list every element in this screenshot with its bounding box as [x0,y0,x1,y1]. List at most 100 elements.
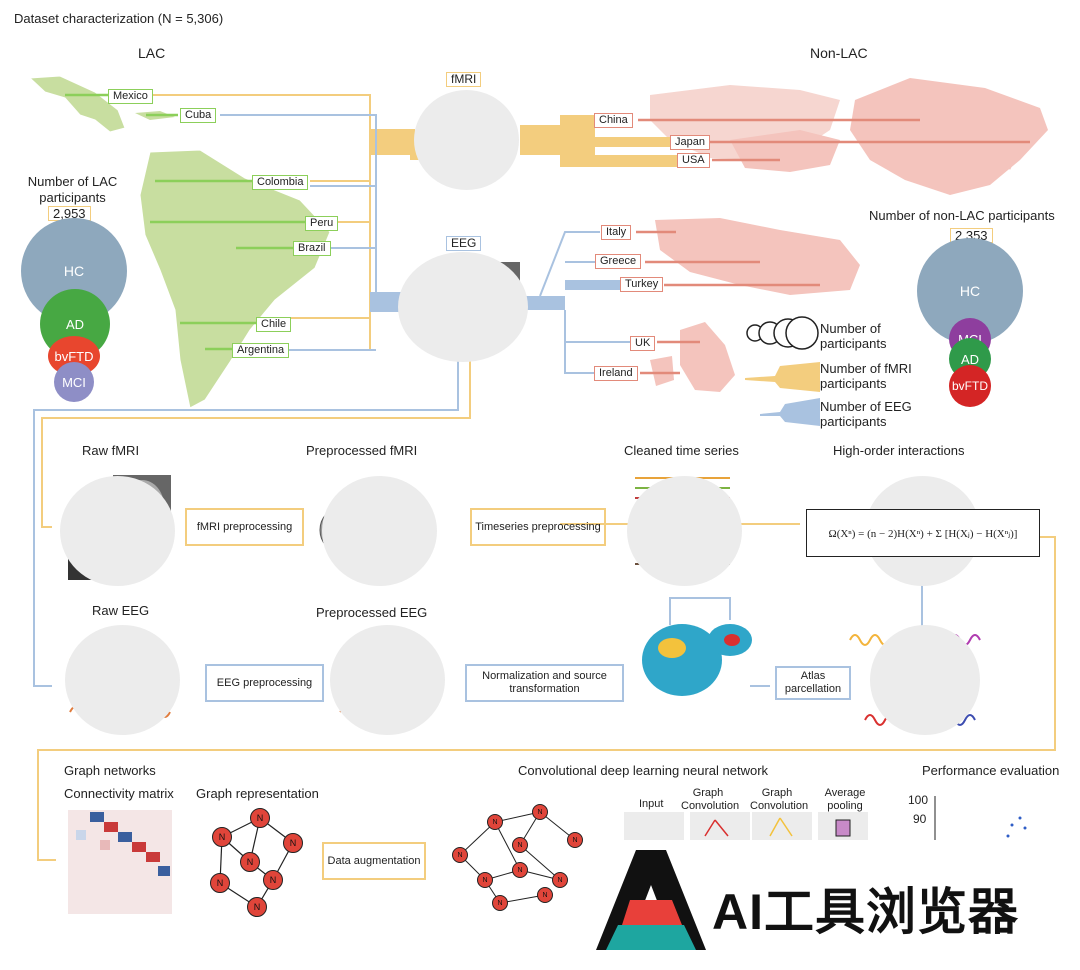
perf-ytick-100: 100 [908,793,929,807]
country-tag-ireland: Ireland [594,366,638,381]
country-tag-colombia: Colombia [252,175,309,190]
country-tag-italy: Italy [601,225,632,240]
lac-hc-circle: HC [21,218,127,324]
eeg-source-head-icon [642,624,752,696]
hoi-header: High-order interactions [833,443,965,458]
atlas-bg-circle [870,625,980,735]
eeg-label: EEG [446,236,482,251]
cnn-conv2-label: Graph Convolution [750,787,809,812]
nonlac-eeg-band [520,296,565,310]
graph-node: N [512,837,528,853]
raw-fmri-bg-circle [60,476,175,586]
raw-fmri-header: Raw fMRI [82,443,140,458]
legend-circles-icon [746,316,819,350]
pre-fmri-header: Preprocessed fMRI [306,443,418,458]
legend-eeg: Number of EEG participants [820,399,912,429]
lac-count-label: Number of LAC participants [27,174,118,205]
graph-node: N [532,804,548,820]
hoi-formula: Ω(Xⁿ) = (n − 2)H(Xⁿ) + Σ [H(Xⱼ) − H(Xⁿⱼ)… [806,509,1040,557]
uk-map [680,322,735,392]
country-tag-greece: Greece [595,254,642,269]
country-tag-brazil: Brazil [293,241,331,256]
country-tag-usa: USA [677,153,710,168]
nonlac-bvftd-circle: bvFTD [949,365,991,407]
legend-fmri-shape [745,362,820,392]
fmri-preprocessing-step: fMRI preprocessing [185,508,304,546]
pre-fmri-bg-circle [322,476,437,586]
country-tag-china: China [594,113,633,128]
country-tag-chile: Chile [256,317,292,332]
lac-bvftd-circle: bvFTD [48,336,100,376]
fmri-label: fMRI [446,72,482,87]
cnn-input-panel [624,812,684,840]
country-tag-argentina: Argentina [232,343,290,358]
legend-participants: Number of participants [820,321,887,351]
data-augmentation-step: Data augmentation [322,842,426,880]
normalization-step: Normalization and source transformation [465,664,624,702]
graph-node: N [212,827,232,847]
lac-fmri-band [370,129,415,155]
country-tag-peru: Peru [305,216,339,231]
nonlac-header: Non-LAC [810,45,868,61]
asia-map [850,78,1048,195]
graph-node: N [552,872,568,888]
south-america-map [139,149,331,409]
perf-ytick-90: 90 [913,812,927,826]
cnn-conv1-label: Graph Convolution [681,787,740,812]
graph-node: N [247,897,267,917]
graph-node: N [567,832,583,848]
atlas-parcellation-step: Atlas parcellation [775,666,851,700]
fmri-bg-circle [414,90,519,190]
graph-node: N [492,895,508,911]
graph-node: N [487,814,503,830]
pool-square [835,819,851,837]
graph-node: N [537,887,553,903]
country-tag-turkey: Turkey [620,277,664,292]
graph-node: N [452,847,468,863]
graph-node: N [210,873,230,893]
ireland-map [650,356,674,386]
connectivity-matrix-header: Connectivity matrix [64,786,174,801]
cnn-header: Convolutional deep learning neural netwo… [518,763,769,778]
raw-eeg-bg-circle [65,625,180,735]
usa-main-map [730,130,840,172]
country-tag-mexico: Mexico [108,89,153,104]
graph-node: N [477,872,493,888]
performance-scatter [1006,816,1027,838]
clean-ts-header: Cleaned time series [624,443,739,458]
nonlac-count-label: Number of non-LAC participants [869,208,1055,223]
legend-eeg-shape [760,398,820,426]
cnn-pool-label: Average pooling [824,787,866,812]
lac-header: LAC [138,45,166,61]
eeg-preprocessing-step: EEG preprocessing [205,664,324,702]
graph-node: N [250,808,270,828]
mexico-map [28,75,126,133]
lac-mci-circle: MCI [54,362,94,402]
graph-node: N [283,833,303,853]
eeg-bg-circle [398,252,528,362]
graph-node: N [512,862,528,878]
watermark-logo-icon [596,850,706,950]
pre-eeg-bg-circle [330,625,445,735]
lac-count: 2,953 [48,206,91,221]
country-tag-uk: UK [630,336,656,351]
graph-node: N [240,852,260,872]
cnn-input-label: Input [639,798,664,810]
performance-header: Performance evaluation [922,763,1060,778]
graph-representation-header: Graph representation [196,786,319,801]
europe-map [655,218,860,295]
timeseries-preprocessing-step: Timeseries preprocessing [470,508,606,546]
country-tag-cuba: Cuba [180,108,217,123]
country-tag-japan: Japan [670,135,710,150]
connectivity-matrix-icon [68,810,172,914]
watermark-text: AI工具浏览器 [712,884,1019,940]
japan-map [1000,135,1020,170]
augmented-graph-edges [459,811,576,904]
legend-fmri: Number of fMRI participants [820,361,912,391]
figure-title: Dataset characterization (N = 5,306) [14,11,224,26]
graph-node: N [263,870,283,890]
ts-bg-circle [627,476,742,586]
cnn-conv2-panel [752,812,812,840]
pre-eeg-header: Preprocessed EEG [316,605,428,620]
graph-networks-header: Graph networks [64,763,156,778]
